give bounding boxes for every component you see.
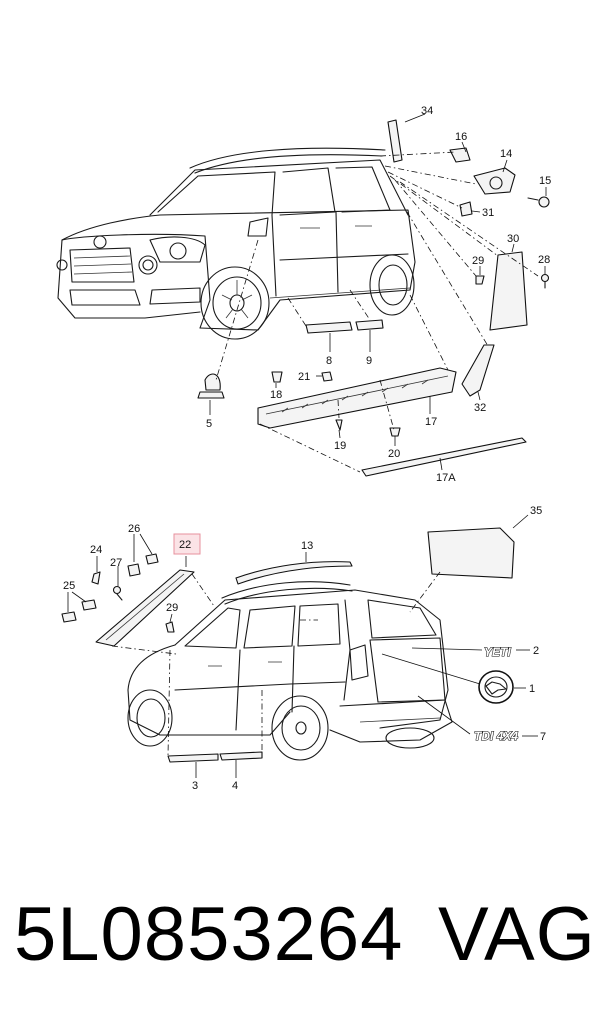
callout-30: 30 [507,233,519,245]
part-29-clip [475,275,485,285]
part-31-clip [459,201,473,217]
part-29-clip-bottom [165,621,175,633]
part-24-clip [91,571,101,585]
part-9-strip [355,319,384,331]
callout-2: 2 [533,645,539,657]
parts-top [197,119,550,477]
callout-7: 7 [540,731,546,743]
part-17-sill-moulding [257,367,457,429]
callout-15: 15 [539,175,551,187]
part-17A-strip [361,437,527,477]
callout-21: 21 [298,371,310,383]
part-22-window-trim [95,569,195,647]
part-1-emblem [478,670,514,704]
callout-25: 25 [63,580,75,592]
callouts-top: 34 16 14 15 31 30 29 28 5 8 9 18 21 19 2… [206,105,551,484]
part-16-clip [449,147,471,163]
callout-29-top: 29 [472,255,484,267]
leaders-bottom [67,514,538,778]
part-20-clip [389,427,401,437]
callout-35: 35 [530,505,542,517]
part-3-door-strip [167,753,219,763]
callout-16: 16 [455,131,467,143]
callout-8: 8 [326,355,332,367]
part-8-strip [305,321,353,334]
callout-9: 9 [366,355,372,367]
callout-29-bottom: 29 [166,602,178,614]
callout-17A: 17A [436,472,456,484]
part-15-screw [527,196,550,208]
part-27-screw [112,585,123,601]
callout-4: 4 [232,780,238,792]
part-26-clip-a [127,563,141,577]
part-21-clip [321,371,333,382]
callout-32: 32 [474,402,486,414]
part-13-roof-strip [235,561,353,585]
callout-14: 14 [500,148,512,160]
part-4-door-strip [219,751,263,761]
callout-19: 19 [334,440,346,452]
callout-26: 26 [128,523,140,535]
callout-5: 5 [206,418,212,430]
callout-27: 27 [110,557,122,569]
part-19-clip [335,419,343,431]
callout-31: 31 [482,207,494,219]
callout-24: 24 [90,544,102,556]
parts-diagram: 34 16 14 15 31 30 29 28 5 8 9 18 21 19 2… [56,105,551,792]
callout-22-highlight [173,533,201,555]
badges: YETI TDI 4X4 [473,644,518,743]
badge-tdi-4x4: TDI 4X4 [474,729,518,743]
callout-13: 13 [301,540,313,552]
part-25-clip-a [81,599,97,611]
part-18-clip [271,371,283,383]
callout-28: 28 [538,254,550,266]
callout-18: 18 [270,389,282,401]
part-14-fuel-flap-housing [473,167,516,195]
callout-1: 1 [529,683,535,695]
callout-3: 3 [192,780,198,792]
part-25-clip-b [61,611,77,623]
part-28-screw [540,273,550,289]
callout-34: 34 [421,105,433,117]
car-rear-view [127,581,453,761]
part-35-rear-glass [427,527,515,579]
callouts-bottom: 22 13 35 26 24 27 25 29 2 1 7 3 4 [63,505,546,792]
brand-name: VAG [438,892,596,977]
car-front-view [56,147,416,340]
part-number: 5L0853264 [14,892,404,977]
leaders-top [209,113,547,473]
callout-17: 17 [425,416,437,428]
part-30-trim-panel [489,251,528,331]
badge-yeti: YETI [484,645,511,659]
parts-bottom [61,527,515,763]
part-34-pillar-trim [387,119,403,163]
part-5-cover [197,373,225,399]
part-32-arch-trim [461,344,495,397]
callout-20: 20 [388,448,400,460]
part-26-clip-b [145,553,159,565]
callout-22: 22 [179,539,191,551]
